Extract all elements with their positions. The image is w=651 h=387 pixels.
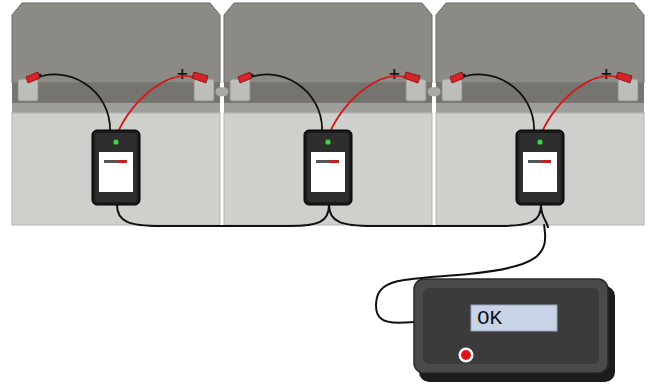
battery-block: -+ (12, 3, 220, 225)
terminal-post (406, 79, 426, 101)
sticker-logo (316, 160, 330, 163)
clip (26, 72, 40, 83)
monitor-display-unit: OK (413, 278, 616, 383)
battery-outline (436, 3, 644, 225)
chain-cable (117, 205, 548, 228)
display-readout: OK (477, 308, 502, 329)
clip (192, 72, 208, 83)
terminal-sign: - (460, 67, 466, 82)
module-sticker (523, 152, 557, 192)
terminal-post (230, 79, 250, 101)
battery-ledge (224, 83, 432, 103)
module-sticker (311, 152, 345, 192)
sticker-logo (104, 160, 118, 163)
positive-lead (118, 76, 200, 132)
sticker-logo (330, 160, 339, 163)
battery-strap (432, 87, 436, 96)
terminal-sign: + (176, 67, 189, 82)
battery-ledge (436, 83, 644, 103)
module-face (519, 133, 561, 202)
terminal-sign: - (248, 67, 254, 82)
sticker-logo (118, 160, 127, 163)
clip (404, 72, 420, 83)
sticker-logo (528, 160, 542, 163)
module-sticker (99, 152, 133, 192)
battery-lid-lip (224, 103, 432, 113)
battery-body (436, 113, 644, 225)
terminal-post (18, 79, 38, 101)
terminal-sign: + (600, 67, 613, 82)
battery-strap (220, 87, 224, 96)
terminal-post (442, 79, 462, 101)
button-ring (459, 348, 474, 363)
terminal-post (618, 79, 638, 101)
battery-top (224, 3, 432, 83)
status-led (537, 139, 542, 144)
red-button (461, 350, 471, 360)
module-face (307, 133, 349, 202)
positive-lead (542, 76, 624, 132)
battery-body (224, 113, 432, 225)
battery-lid-lip (436, 103, 644, 113)
bus-cable (376, 225, 545, 323)
clip (238, 72, 252, 83)
negative-lead (32, 74, 110, 132)
module-face (95, 133, 137, 202)
battery-top (12, 3, 220, 83)
sticker-logo (542, 160, 551, 163)
status-led (325, 139, 330, 144)
display-case (414, 279, 608, 373)
terminal-post (194, 79, 214, 101)
terminal-sign: - (36, 67, 42, 82)
monitor-module (92, 130, 140, 205)
negative-lead (244, 74, 322, 132)
battery-top (436, 3, 644, 83)
battery-block: -+ (224, 3, 432, 225)
battery-block: -+ (436, 3, 644, 225)
clip (450, 72, 464, 83)
negative-lead (456, 74, 534, 132)
battery-ledge (12, 83, 220, 103)
terminal-sign: + (388, 67, 401, 82)
display-outline (413, 278, 616, 383)
battery-outline (224, 3, 432, 225)
battery-lid-lip (12, 103, 220, 113)
lcd-screen (471, 305, 557, 331)
display-face (423, 288, 599, 364)
clip (616, 72, 632, 83)
battery-outline (12, 3, 220, 225)
positive-lead (330, 76, 412, 132)
status-led (113, 139, 118, 144)
battery-body (12, 113, 220, 225)
monitor-module (304, 130, 352, 205)
monitor-module (516, 130, 564, 205)
